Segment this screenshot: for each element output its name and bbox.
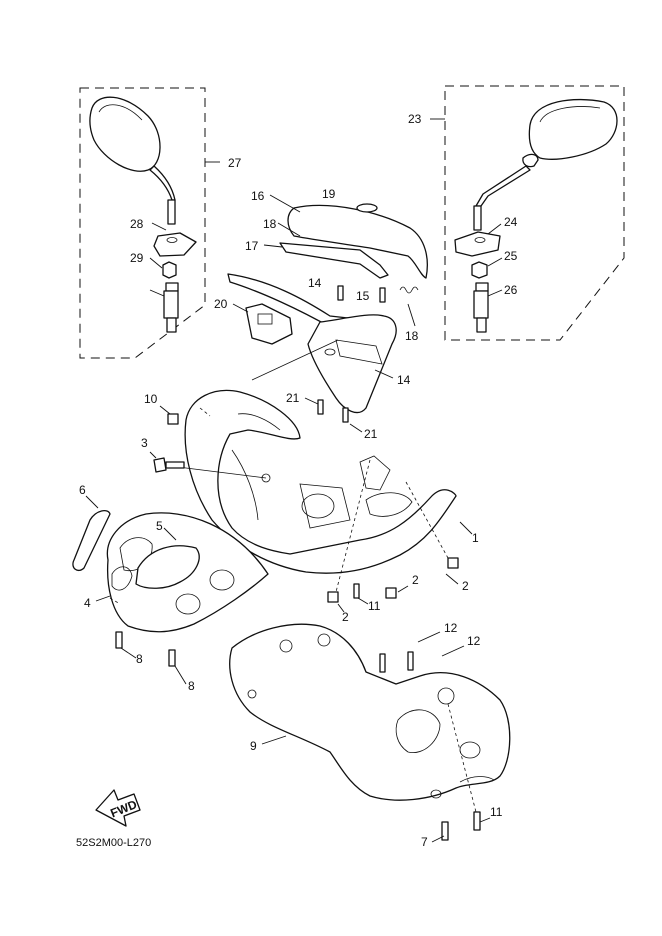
part-label-2c: 2	[342, 610, 349, 624]
part-label-9: 9	[250, 739, 257, 753]
part-label-11a: 11	[368, 599, 381, 613]
part-label-23: 24	[504, 215, 518, 229]
callout-labels: 27 28 29 23 24 25 26 16 19 18 17 14 15 1…	[79, 112, 518, 849]
part-label-28: 29	[130, 251, 144, 265]
part-label-7: 7	[421, 835, 428, 849]
part-label-20: 20	[214, 297, 228, 311]
part-label-3: 3	[141, 436, 148, 450]
lower-inner-panel-assembly	[229, 623, 511, 843]
part-label-24: 25	[504, 249, 518, 263]
part-label-16: 16	[251, 189, 265, 203]
part-label-19: 19	[322, 187, 336, 201]
front-cover-assembly	[169, 389, 473, 593]
part-label-1: 1	[472, 531, 479, 545]
part-label-8a: 8	[136, 652, 143, 666]
part-label-2a: 2	[462, 579, 469, 593]
part-label-18: 18	[263, 217, 277, 231]
part-label-21b: 21	[364, 427, 378, 441]
part-label-8b: 8	[188, 679, 195, 693]
part-label-14b: 15	[356, 289, 370, 303]
part-label-12a: 12	[444, 621, 458, 635]
part-label-15: 18	[405, 329, 419, 343]
part-label-5: 5	[156, 519, 163, 533]
fwd-arrow: FWD	[95, 789, 141, 827]
left-side-cover-assembly	[72, 495, 269, 685]
part-label-14a: 14	[308, 276, 322, 290]
right-mirror-assembly	[430, 85, 625, 341]
part-label-10: 10	[144, 392, 158, 406]
inner-bracket-assembly	[227, 273, 419, 433]
part-label-27: 28	[130, 217, 144, 231]
part-label-21a: 21	[286, 391, 300, 405]
drawing-code: 52S2M00-L270	[76, 837, 151, 849]
part-label-25: 26	[504, 283, 518, 297]
top-cover-assembly	[263, 194, 428, 279]
part-label-6: 6	[79, 483, 86, 497]
part-label-26: 27	[228, 156, 242, 170]
part-label-4: 4	[84, 596, 91, 610]
part-label-22: 23	[408, 112, 422, 126]
part-label-13: 14	[397, 373, 411, 387]
fasteners	[149, 405, 459, 613]
part-label-17: 17	[245, 239, 259, 253]
left-mirror-assembly	[79, 87, 220, 359]
part-label-2b: 2	[412, 573, 419, 587]
part-label-11b: 11	[490, 805, 503, 819]
part-label-12b: 12	[467, 634, 481, 648]
